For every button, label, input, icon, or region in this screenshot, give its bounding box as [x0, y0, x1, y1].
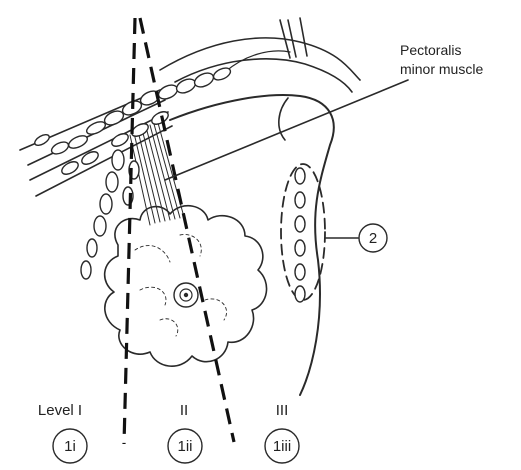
marker-2-label: 2 — [369, 230, 377, 247]
marker-1i-label: 1i — [64, 438, 76, 455]
marker-1iii-label: 1iii — [273, 438, 291, 455]
level-boundary-1 — [124, 18, 135, 444]
level-3-label: III — [276, 402, 289, 419]
marker-1iii: 1iii — [265, 429, 299, 463]
leader-lines — [165, 80, 408, 238]
level-1-label: Level I — [38, 402, 82, 419]
pectoralis-label-line1: Pectoralis — [400, 42, 461, 58]
level-2-label: II — [180, 402, 188, 419]
marker-1ii: 1ii — [168, 429, 202, 463]
marker-1i: 1i — [53, 429, 87, 463]
pectoralis-minor-label: Pectoralis minor muscle — [400, 42, 483, 77]
level-boundaries — [124, 18, 234, 444]
chest-wall-outline — [170, 95, 334, 395]
marker-1ii-label: 1ii — [177, 438, 192, 455]
internal-mammary-nodes — [281, 164, 325, 302]
pectoralis-label-line2: minor muscle — [400, 61, 483, 77]
